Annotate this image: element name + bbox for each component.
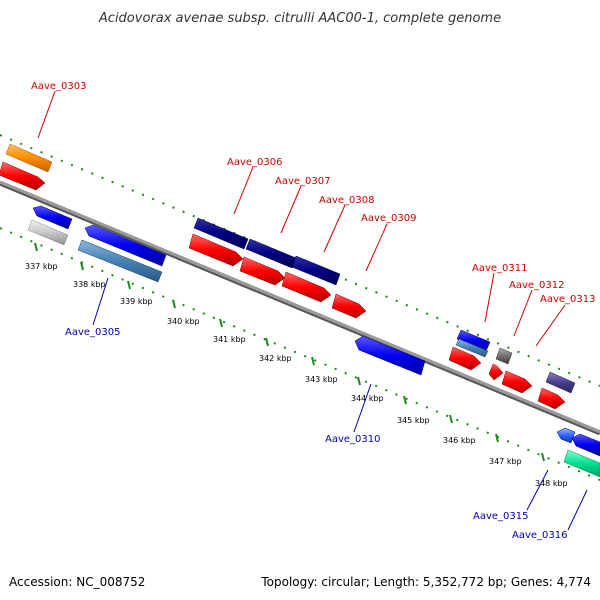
gene-red-0306b[interactable] <box>188 233 244 267</box>
gene-red-0313[interactable] <box>537 387 566 410</box>
gene-navy-0306[interactable] <box>193 217 249 250</box>
gene-navy-0307[interactable] <box>245 238 297 269</box>
tick-label: 346 kbp <box>443 436 476 445</box>
gene-navy-0308[interactable] <box>291 255 341 286</box>
gene-green-0316[interactable] <box>563 449 600 478</box>
tick-label: 342 kbp <box>259 354 292 363</box>
gene-label-aave-0307[interactable]: Aave_0307 <box>275 176 331 187</box>
gene-slate-0313a[interactable] <box>545 371 576 394</box>
gene-label-aave-0311[interactable]: Aave_0311 <box>472 263 528 274</box>
gene-grey-0304g[interactable] <box>27 219 69 246</box>
gene-label-aave-0310[interactable]: Aave_0310 <box>325 434 381 445</box>
gene-label-aave-0305[interactable]: Aave_0305 <box>65 327 121 338</box>
gene-red-0311[interactable] <box>448 346 482 371</box>
gene-label-aave-0316[interactable]: Aave_0316 <box>512 530 568 541</box>
reverse-leader-lines <box>92 277 588 531</box>
tick-label: 338 kbp <box>73 280 106 289</box>
tick-label: 344 kbp <box>351 394 384 403</box>
gene-blue-0316a[interactable] <box>571 433 600 457</box>
gene-blue-0304r[interactable] <box>32 205 73 230</box>
tick-label: 343 kbp <box>305 375 338 384</box>
gene-red-0312b[interactable] <box>488 363 504 381</box>
gene-steel-0305[interactable] <box>77 239 163 283</box>
gene-label-aave-0308[interactable]: Aave_0308 <box>319 195 375 206</box>
gene-grey-0312a[interactable] <box>495 347 513 365</box>
gene-blue-0305a[interactable] <box>84 224 167 267</box>
gene-label-aave-0315[interactable]: Aave_0315 <box>473 511 529 522</box>
gene-red-0308b[interactable] <box>281 271 332 303</box>
gene-red-0309[interactable] <box>331 293 367 319</box>
accession-text: Accession: NC_008752 <box>9 575 145 589</box>
gene-label-aave-0309[interactable]: Aave_0309 <box>361 213 417 224</box>
gene-red-0307b[interactable] <box>239 256 286 286</box>
gene-label-aave-0303[interactable]: Aave_0303 <box>31 81 87 92</box>
gene-red-0304[interactable] <box>0 161 46 191</box>
gene-blue-0314[interactable] <box>556 427 576 444</box>
gene-label-aave-0313[interactable]: Aave_0313 <box>540 294 596 305</box>
gene-steel-0311b[interactable] <box>455 338 489 358</box>
tick-label: 339 kbp <box>120 297 153 306</box>
backbone-line <box>0 180 600 434</box>
gene-label-aave-0312[interactable]: Aave_0312 <box>509 280 565 291</box>
gene-label-aave-0306[interactable]: Aave_0306 <box>227 157 283 168</box>
topology-text: Topology: circular; Length: 5,352,772 bp… <box>260 575 591 589</box>
tick-label: 341 kbp <box>213 335 246 344</box>
tick-label: 345 kbp <box>397 416 430 425</box>
gene-orange-0303[interactable] <box>5 143 53 173</box>
map-title: Acidovorax avenae subsp. citrulli AAC00-… <box>98 11 501 26</box>
tick-label: 348 kbp <box>535 479 568 488</box>
gene-blue-0310[interactable] <box>354 335 426 376</box>
gene-red-0312c[interactable] <box>501 370 533 394</box>
tick-marks <box>34 242 545 462</box>
forward-leader-lines <box>37 90 566 347</box>
tick-label: 340 kbp <box>167 317 200 326</box>
tick-label: 337 kbp <box>25 262 58 271</box>
tick-label: 347 kbp <box>489 457 522 466</box>
